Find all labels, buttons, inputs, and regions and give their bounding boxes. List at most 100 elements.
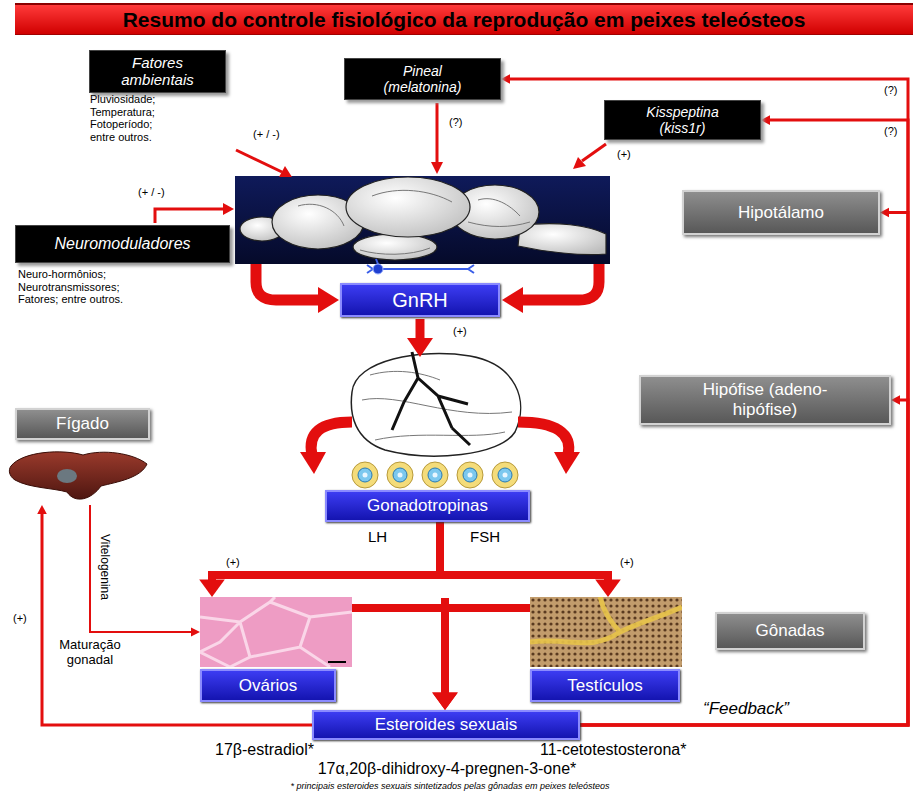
- feedback-arrow: [506, 79, 908, 725]
- node-text: Esteroides sexuais: [375, 715, 518, 735]
- gonadotropic-cells: [352, 462, 518, 488]
- arrow-head: [880, 208, 889, 218]
- connector-label: (+): [13, 612, 27, 625]
- arrow-head: [37, 505, 47, 514]
- secretion-arrow: [432, 608, 530, 710]
- thin-red-arrow: [582, 144, 606, 161]
- liver-picture: [57, 469, 77, 483]
- connector-label: Vitelogenina: [97, 534, 111, 600]
- thick-red-arrow: [518, 422, 569, 455]
- connector-label: (?): [884, 84, 897, 97]
- stimulus-arrow: [440, 522, 608, 586]
- effect-sign: (+): [453, 325, 467, 338]
- thick-red-arrow: [311, 422, 352, 455]
- factor-list: Pluviosidade; Temperatura; Fotoperíodo; …: [90, 93, 178, 144]
- effect-sign: (+ / -): [253, 128, 280, 141]
- arrow-head: [432, 692, 458, 710]
- level-box: Hipófise (adeno-hipófise): [639, 375, 891, 425]
- steroid-name: 17α,20β-dihidroxy-4-pregnen-3-one*: [200, 760, 694, 778]
- title-banner: Resumo do controle fisiológico da reprod…: [15, 3, 913, 35]
- liver-picture: [5, 446, 155, 506]
- pituitary-drawing: [351, 354, 520, 456]
- thick-red-arrow: [502, 287, 523, 313]
- testis-histology: [530, 597, 682, 667]
- label-box: Testículos: [530, 669, 680, 702]
- arrow-head: [595, 579, 621, 597]
- arrow-head: [891, 395, 900, 405]
- brain-drawing: [235, 176, 610, 264]
- thick-red-arrow: [256, 264, 320, 300]
- stimulus-arrow: [199, 522, 440, 597]
- brain-drawing: [298, 190, 530, 254]
- arrow-head: [761, 115, 770, 125]
- ovary-histology: [200, 597, 352, 667]
- gonadotropic-cells: [503, 473, 508, 478]
- steroid-name: 17β-estradiol*: [215, 741, 314, 759]
- thin-red-arrow: [431, 162, 443, 174]
- hormone-box: Esteroides sexuais: [312, 710, 580, 740]
- testis-histology: [530, 597, 682, 643]
- organ-panel: Fígado: [5, 408, 155, 505]
- hormone-name: FSH: [470, 528, 500, 545]
- thin-red-arrow: [223, 203, 234, 215]
- node-text: Fatores ambientais: [112, 54, 203, 89]
- organ-panel: Ovários: [200, 597, 352, 702]
- modulator-list: Neuro-hormônios; Neurotransmissores; Fat…: [18, 268, 126, 306]
- arrow-head: [432, 692, 458, 710]
- secretion-arrow: [352, 608, 445, 699]
- feedback-arrow: [501, 74, 908, 725]
- hormone-box: GnRH: [340, 283, 500, 317]
- black-label-box: Fatores ambientais: [89, 50, 226, 93]
- gonadotropic-cells: [363, 473, 368, 478]
- liver-picture: [9, 452, 147, 499]
- thick-red-arrow: [407, 338, 433, 357]
- thin-red-arrow: [441, 598, 449, 604]
- thin-red-arrow: [155, 103, 606, 604]
- node-text: Kisspeptina (kiss1r): [625, 104, 740, 136]
- pituitary-drawing: [362, 371, 512, 440]
- thin-red-arrow: [573, 157, 586, 169]
- feedback-label: “Feedback”: [703, 699, 789, 719]
- node-text: Hipotálamo: [738, 203, 824, 223]
- brain-drawing: [346, 177, 470, 237]
- neuron-icon: [373, 264, 383, 274]
- level-box: Gônadas: [715, 612, 865, 650]
- brain-drawing: [353, 234, 437, 260]
- vitellogenin-arrow: [90, 505, 200, 637]
- stimulus-arrow: [212, 522, 440, 586]
- footnote: * principais esteroides sexuais sintetiz…: [150, 781, 750, 791]
- title-text: Resumo do controle fisiológico da reprod…: [123, 8, 806, 32]
- hormone-box: Gonadotropinas: [325, 490, 530, 522]
- ovary-histology: [200, 597, 352, 667]
- brain-drawing: [235, 176, 610, 264]
- secretion-arrow: [445, 608, 530, 699]
- node-text: Gonadotropinas: [367, 496, 488, 516]
- arrow-head: [199, 579, 225, 597]
- effect-sign: (?): [449, 116, 462, 129]
- gonadotropic-cells: [393, 468, 407, 482]
- label-box: Fígado: [15, 408, 150, 440]
- node-text: Fígado: [56, 414, 109, 434]
- neuron-icon: [367, 259, 474, 273]
- arrow-head: [191, 628, 200, 637]
- thick-red-arrow: [318, 287, 339, 313]
- gonadotropic-cells: [352, 462, 378, 488]
- thick-red-arrow: [300, 452, 326, 474]
- label-box: Ovários: [200, 669, 336, 702]
- black-label-box: Neuromoduladores: [15, 225, 230, 263]
- thick-red-arrow: [521, 264, 599, 300]
- gonadotropic-cells: [358, 468, 372, 482]
- node-text: Pineal (melatonina): [365, 63, 480, 95]
- thin-red-arrow: [155, 209, 224, 223]
- black-label-box: Pineal (melatonina): [344, 58, 501, 100]
- effect-sign: (+): [617, 148, 631, 161]
- gonadotropic-cells: [463, 468, 477, 482]
- organ-panel: Testículos: [530, 597, 682, 702]
- level-box: Hipotálamo: [682, 190, 880, 235]
- process-note: Maturação gonadal: [48, 638, 132, 668]
- pituitary-drawing: [351, 352, 520, 456]
- gonadotropic-cells: [457, 462, 483, 488]
- gonadotropic-cells: [387, 462, 413, 488]
- thick-red-arrow: [256, 264, 599, 474]
